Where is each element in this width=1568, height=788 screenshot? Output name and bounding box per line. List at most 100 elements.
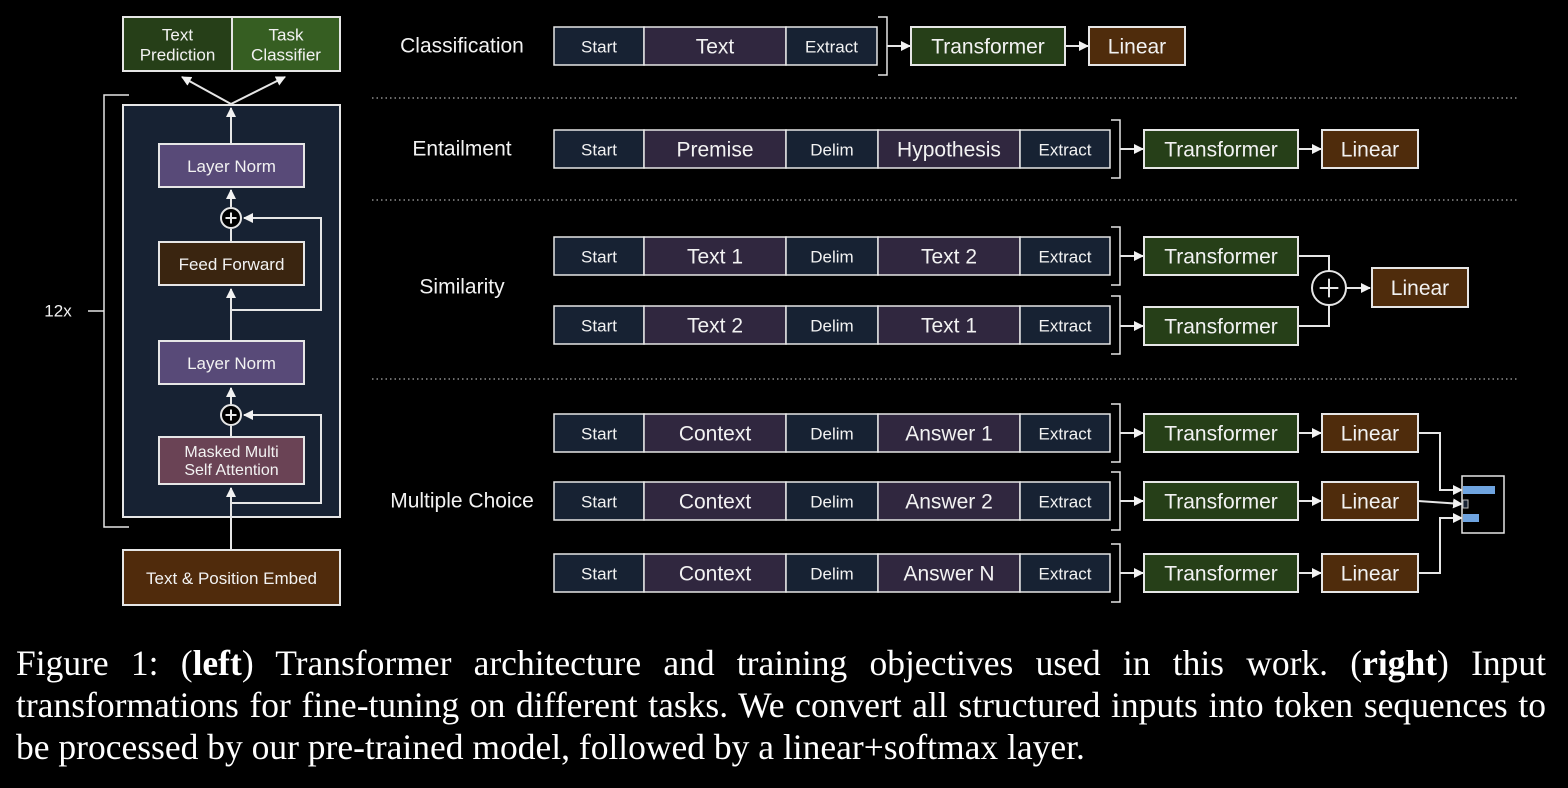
token-text-1-rect	[877, 305, 1021, 345]
token-context: Context	[643, 553, 787, 593]
layer-norm-bottom-rect	[158, 340, 305, 385]
softmax-bar-2	[1462, 499, 1469, 509]
transformer-box-rect	[1143, 129, 1299, 169]
token-start-label: Start	[581, 38, 617, 57]
token-extract-label: Extract	[1039, 317, 1092, 336]
token-delim-rect	[785, 305, 879, 345]
token-extract-label: Extract	[1039, 425, 1092, 444]
token-context-label: Context	[679, 563, 752, 586]
token-start: Start	[553, 481, 645, 521]
feed-forward-label: Feed Forward	[179, 255, 285, 274]
token-delim-label: Delim	[810, 141, 853, 160]
token-start-rect	[553, 236, 645, 276]
token-delim: Delim	[785, 305, 879, 345]
token-answer-1: Answer 1	[877, 413, 1021, 453]
token-start: Start	[553, 26, 645, 66]
token-context-label: Context	[679, 491, 752, 514]
token-extract: Extract	[785, 26, 878, 66]
linear-box-label: Linear	[1108, 36, 1166, 59]
task-classifier-head-rect	[231, 16, 341, 72]
token-text-1-rect	[643, 236, 787, 276]
linear-box-label: Linear	[1391, 277, 1449, 300]
caption-prefix: Figure 1: (	[16, 643, 193, 683]
layer-norm-bottom-label: Layer Norm	[187, 354, 276, 373]
transformer-box: Transformer	[1143, 553, 1299, 593]
token-extract-label: Extract	[1039, 248, 1092, 267]
token-start-label: Start	[581, 425, 617, 444]
softmax-frame	[1461, 475, 1505, 534]
linear-box-rect	[1321, 413, 1419, 453]
figure-caption: Figure 1: (left) Transformer architectur…	[16, 642, 1546, 768]
token-text-1-label: Text 1	[687, 246, 743, 269]
token-text-2-rect	[643, 305, 787, 345]
token-start-label: Start	[581, 141, 617, 160]
transformer-box-rect	[1143, 413, 1299, 453]
transformer-box: Transformer	[1143, 129, 1299, 169]
token-extract-rect	[1019, 481, 1111, 521]
transformer-box-label: Transformer	[1164, 246, 1278, 269]
text-position-embed: Text & Position Embed	[122, 549, 341, 606]
token-start-label: Start	[581, 493, 617, 512]
token-start-rect	[553, 553, 645, 593]
token-text-1: Text 1	[643, 236, 787, 276]
input-sequence: Start Text 1 Delim Text 2 Extract	[553, 236, 1111, 276]
token-text-2-rect	[877, 236, 1021, 276]
token-text: Text	[643, 26, 787, 66]
token-delim: Delim	[785, 553, 879, 593]
token-answer-2-rect	[877, 481, 1021, 521]
layer-norm-top-rect	[158, 143, 305, 188]
task-label: Similarity	[419, 276, 505, 299]
transformer-box-label: Transformer	[1164, 423, 1278, 446]
token-answer-2: Answer 2	[877, 481, 1021, 521]
arrow-to-softmax	[1418, 432, 1463, 495]
linear-box-rect	[1321, 129, 1419, 169]
sequence-bracket	[878, 16, 888, 76]
masked-self-attention-rect	[158, 436, 305, 485]
linear-box-label: Linear	[1341, 139, 1399, 162]
layer-norm-top-label: Layer Norm	[187, 157, 276, 176]
token-extract-rect	[1019, 413, 1111, 453]
token-delim-label: Delim	[810, 248, 853, 267]
token-start: Start	[553, 129, 645, 169]
feed-forward-rect	[158, 241, 305, 286]
transformer-box-label: Transformer	[931, 36, 1045, 59]
softmax-bar-1	[1463, 486, 1495, 494]
token-text-rect	[643, 26, 787, 66]
arrow-to-task-classifier	[230, 76, 286, 105]
transformer-box-rect	[1143, 553, 1299, 593]
token-premise: Premise	[643, 129, 787, 169]
token-hypothesis: Hypothesis	[877, 129, 1021, 169]
token-extract-rect	[1019, 129, 1111, 169]
linear-box-label: Linear	[1341, 491, 1399, 514]
linear-box: Linear	[1321, 481, 1419, 521]
token-start-rect	[553, 26, 645, 66]
token-start-label: Start	[581, 317, 617, 336]
transformer-box: Transformer	[1143, 236, 1299, 276]
transformer-box-label: Transformer	[1164, 316, 1278, 339]
token-extract-rect	[1019, 553, 1111, 593]
caption-right-bold: right	[1362, 643, 1438, 683]
token-hypothesis-label: Hypothesis	[897, 139, 1001, 162]
token-extract-rect	[785, 26, 878, 66]
linear-box-label: Linear	[1341, 423, 1399, 446]
linear-box: Linear	[1321, 413, 1419, 453]
token-text-2-label: Text 2	[921, 246, 977, 269]
linear-box: Linear	[1321, 129, 1419, 169]
transformer-box: Transformer	[1143, 413, 1299, 453]
linear-box-rect	[1088, 26, 1186, 66]
token-extract: Extract	[1019, 236, 1111, 276]
token-extract: Extract	[1019, 553, 1111, 593]
token-start: Start	[553, 236, 645, 276]
transformer-box-rect	[1143, 236, 1299, 276]
token-extract: Extract	[1019, 129, 1111, 169]
sequence-bracket	[1111, 295, 1121, 355]
token-start-rect	[553, 129, 645, 169]
similarity-add	[1311, 270, 1347, 306]
